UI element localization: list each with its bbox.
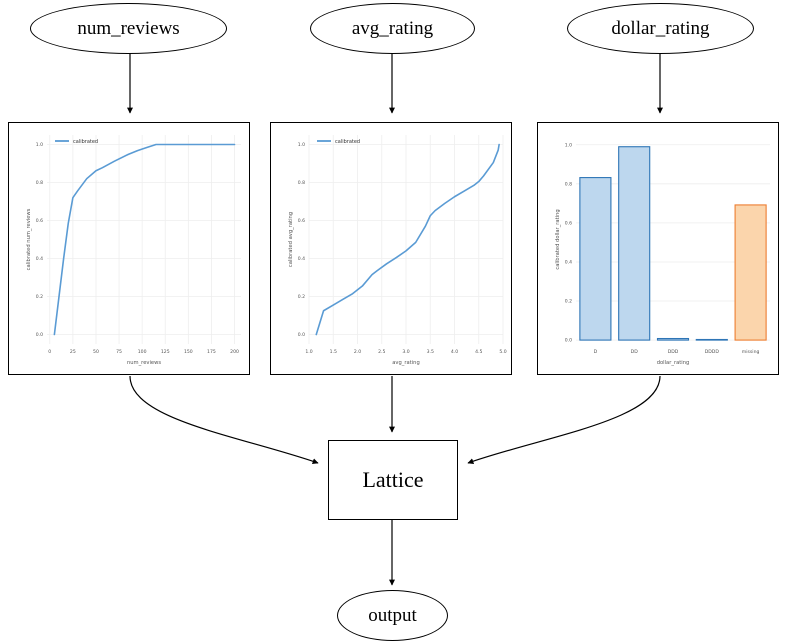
svg-text:75: 75 (116, 349, 122, 355)
chart-avg-rating-svg: 1.0 1.5 2.0 2.5 3.0 3.5 4.0 4.5 5.0 0.0 0.2 0.4 0.6 0… (288, 135, 507, 366)
svg-text:DDD: DDD (668, 349, 679, 355)
svg-text:1.0: 1.0 (305, 349, 312, 355)
svg-text:missing: missing (742, 349, 760, 355)
node-avg-rating[interactable]: avg_rating (310, 3, 475, 54)
svg-text:dollar_rating: dollar_rating (657, 360, 690, 366)
svg-text:25: 25 (70, 349, 76, 355)
svg-text:4.5: 4.5 (475, 349, 482, 355)
node-output-label: output (368, 604, 417, 626)
svg-text:calibrated: calibrated (73, 139, 98, 145)
svg-text:3.5: 3.5 (427, 349, 434, 355)
svg-text:calibrated dollar_rating: calibrated dollar_rating (555, 209, 561, 269)
edge-chart1-to-lattice (129, 375, 319, 465)
svg-text:125: 125 (161, 349, 170, 355)
svg-text:200: 200 (230, 349, 239, 355)
svg-text:0.4: 0.4 (565, 260, 572, 266)
svg-text:2.5: 2.5 (378, 349, 385, 355)
svg-text:1.0: 1.0 (298, 142, 305, 148)
svg-text:0.6: 0.6 (298, 218, 305, 224)
svg-text:DD: DD (631, 349, 639, 355)
svg-text:50: 50 (93, 349, 99, 355)
svg-text:0.6: 0.6 (36, 218, 43, 224)
svg-text:0.2: 0.2 (298, 294, 305, 300)
svg-text:0.8: 0.8 (298, 180, 305, 186)
svg-text:1.5: 1.5 (330, 349, 337, 355)
svg-text:0.8: 0.8 (36, 180, 43, 186)
svg-text:DDDD: DDDD (705, 349, 720, 355)
svg-text:calibrated avg_rating: calibrated avg_rating (288, 212, 294, 267)
svg-text:2.0: 2.0 (354, 349, 361, 355)
svg-text:0.4: 0.4 (36, 256, 43, 262)
chart-num-reviews-svg: 0 25 50 75 100 125 150 175 200 0.0 0.2 0.4 0.6 0.8 1.0… (26, 135, 241, 366)
svg-text:150: 150 (184, 349, 193, 355)
chart-avg-rating-calibrator: 1.0 1.5 2.0 2.5 3.0 3.5 4.0 4.5 5.0 0.0 0.2 0.4 0.6 0… (270, 122, 512, 375)
svg-text:0.4: 0.4 (298, 256, 305, 262)
node-lattice-label: Lattice (362, 467, 424, 492)
node-dollar-rating[interactable]: dollar_rating (567, 3, 754, 54)
node-avg-rating-label: avg_rating (351, 17, 434, 39)
chart-num-reviews-calibrator: 0 25 50 75 100 125 150 175 200 0.0 0.2 0.4 0.6 0.8 1.0… (8, 122, 250, 375)
node-num-reviews-label: num_reviews (77, 17, 180, 39)
svg-text:175: 175 (207, 349, 216, 355)
svg-text:100: 100 (138, 349, 147, 355)
svg-text:0: 0 (48, 349, 51, 355)
svg-text:D: D (594, 349, 598, 355)
edge-chart3-to-lattice (467, 375, 661, 465)
svg-text:calibrated: calibrated (335, 139, 360, 145)
svg-text:1.0: 1.0 (565, 142, 572, 148)
node-num-reviews[interactable]: num_reviews (30, 3, 227, 54)
svg-text:0.2: 0.2 (36, 294, 43, 300)
svg-text:avg_rating: avg_rating (392, 360, 420, 366)
node-dollar-rating-label: dollar_rating (611, 17, 710, 39)
svg-text:0.2: 0.2 (565, 299, 572, 305)
svg-text:5.0: 5.0 (499, 349, 506, 355)
svg-text:0.6: 0.6 (565, 220, 572, 226)
svg-text:num_reviews: num_reviews (127, 360, 161, 366)
node-output[interactable]: output (337, 590, 448, 641)
svg-text:1.0: 1.0 (36, 142, 43, 148)
svg-text:0.0: 0.0 (298, 332, 305, 338)
node-lattice[interactable]: Lattice (328, 440, 458, 520)
svg-text:0.0: 0.0 (36, 332, 43, 338)
svg-text:0.8: 0.8 (565, 181, 572, 187)
svg-text:4.0: 4.0 (451, 349, 458, 355)
svg-text:3.0: 3.0 (402, 349, 409, 355)
svg-text:calibrated num_reviews: calibrated num_reviews (26, 208, 32, 270)
svg-text:0.0: 0.0 (565, 338, 572, 344)
